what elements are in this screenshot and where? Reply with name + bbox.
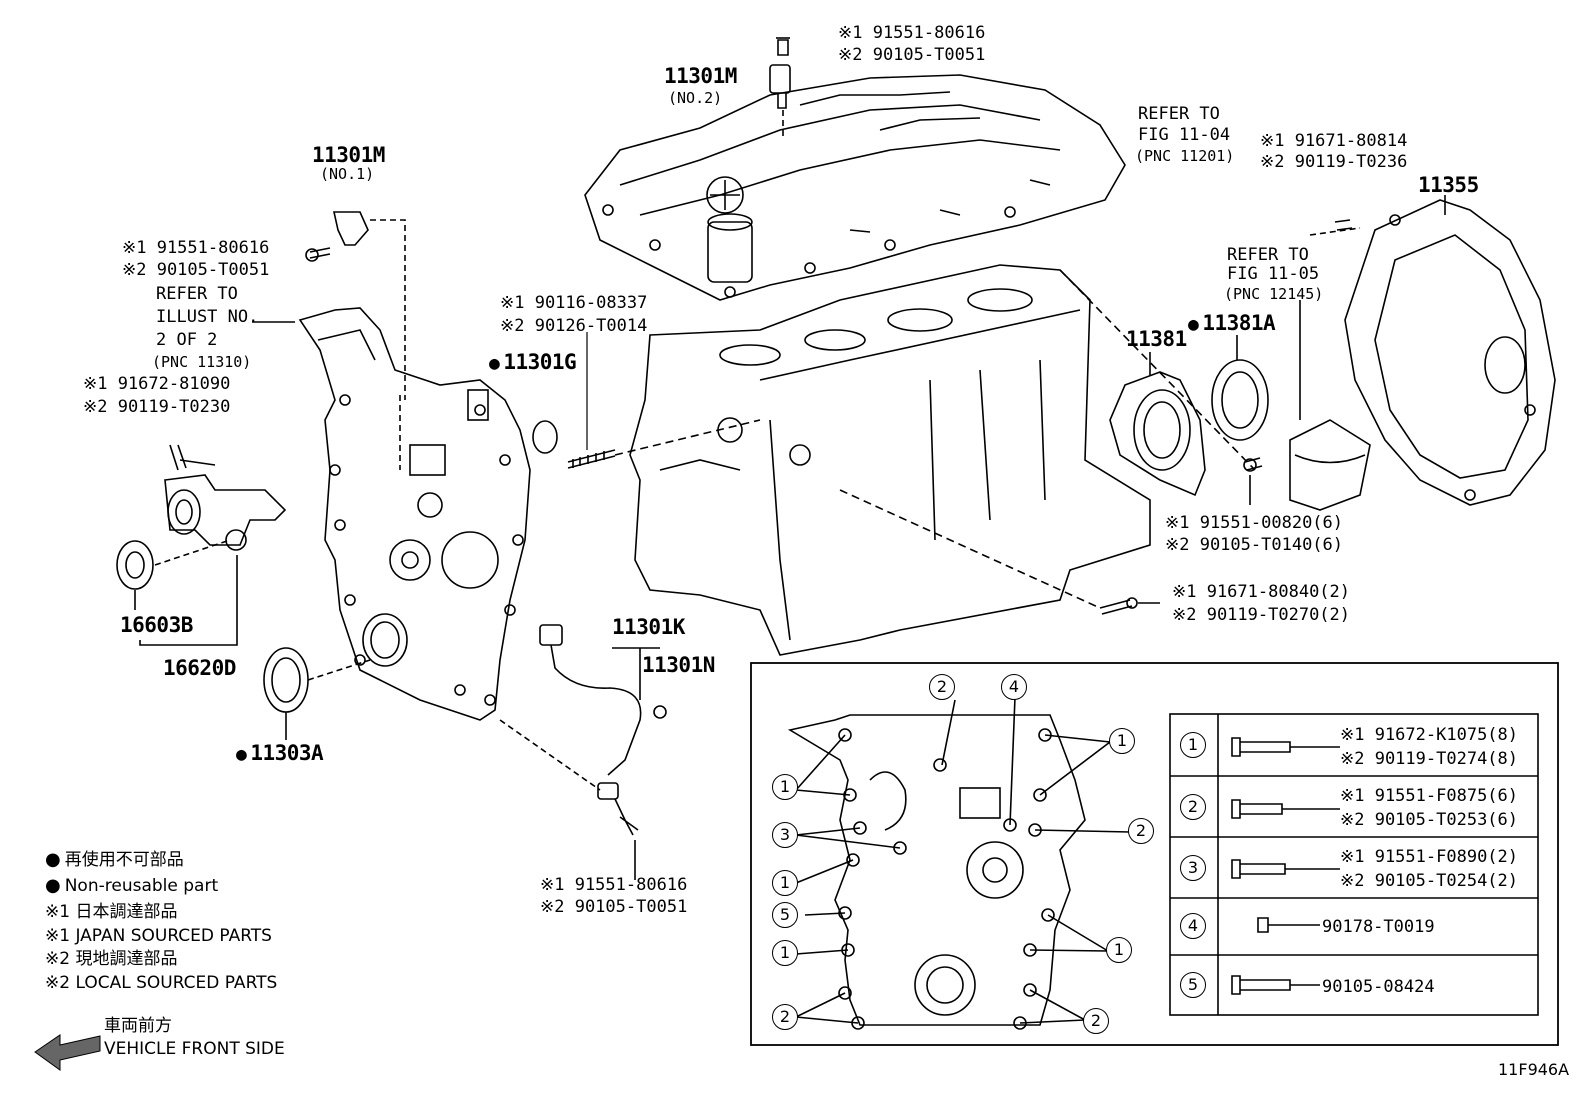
- oil-pressure-wire: [499, 624, 667, 880]
- callout-1-right-b: 1: [1106, 937, 1132, 963]
- cylinder-block: [629, 264, 1151, 656]
- callout-2-right: 2: [1128, 818, 1154, 844]
- table-row2-pn2: ※2 90105-T0253(6): [1340, 810, 1519, 830]
- front-side-en: VEHICLE FRONT SIDE: [104, 1039, 285, 1059]
- refer-illust-l4: (PNC 11310): [152, 353, 252, 371]
- block-bolt-pn1: ※1 91671-80840(2): [1172, 582, 1351, 602]
- rear-seal-code: 11381A: [1188, 313, 1275, 334]
- table-row3-num: 3: [1180, 855, 1206, 881]
- callout-2-right-b: 2: [1083, 1008, 1109, 1034]
- rear-plate-code: 11355: [1418, 173, 1479, 197]
- retainer-bolt-pn1: ※1 91551-00820(6): [1165, 513, 1344, 533]
- retainer-bolt-pn2: ※2 90105-T0140(6): [1165, 535, 1344, 555]
- table-row5-pn1: 90105-08424: [1322, 977, 1435, 997]
- callout-1-right: 1: [1109, 728, 1135, 754]
- legend-japan-en: ※1 JAPAN SOURCED PARTS: [45, 926, 272, 946]
- front-side-jp: 車両前方: [104, 1016, 172, 1036]
- tensioner-assembly: [116, 444, 287, 646]
- cam-sensor-no2-code: 11301M: [664, 64, 737, 88]
- refer-1105-l3: (PNC 12145): [1224, 285, 1324, 303]
- rear-end-plate: [1309, 195, 1556, 506]
- cylinder-head-cover: [584, 74, 1126, 301]
- refer-1104-l2: FIG 11-04: [1138, 125, 1231, 145]
- refer-1105-l2: FIG 11-05: [1227, 264, 1320, 284]
- rear-bolt-pn1: ※1 91671-80814: [1260, 131, 1408, 151]
- legend-nonreusable-en: Non-reusable part: [45, 877, 218, 895]
- table-row1-num: 1: [1180, 732, 1206, 758]
- oil-seal-retainer: [1109, 335, 1269, 505]
- stud: [567, 332, 761, 469]
- wire-code: 11301K: [612, 615, 685, 639]
- bolt-table-grid: [1169, 713, 1539, 1016]
- retainer-code: 11381: [1126, 327, 1187, 351]
- callout-1-left-b: 1: [772, 870, 798, 896]
- legend-japan-jp: ※1 日本調達部品: [45, 902, 178, 922]
- callout-1-left: 1: [772, 774, 798, 800]
- front-seal-code: 11303A: [236, 743, 323, 764]
- o-ring: [532, 420, 558, 454]
- wire-bolt-pn2: ※2 90105-T0051: [540, 897, 688, 917]
- callout-2-top: 2: [929, 674, 955, 700]
- timing-chain-cover: [298, 307, 531, 721]
- table-row3-pn2: ※2 90105-T0254(2): [1340, 871, 1519, 891]
- tensioner-code: 16620D: [163, 656, 236, 680]
- callout-2-left-b: 2: [772, 1004, 798, 1030]
- top-bolt-pn2: ※2 90105-T0051: [838, 45, 986, 65]
- table-row5-num: 5: [1180, 972, 1206, 998]
- left-bolt-pn1: ※1 91551-80616: [122, 238, 270, 258]
- refer-illust-l3: 2 OF 2: [156, 330, 218, 350]
- inset-cover-drawing: [787, 696, 1131, 1030]
- o-ring-code: 11301G: [489, 352, 576, 373]
- idler-code: 16603B: [120, 613, 193, 637]
- block-bolt: [839, 269, 1256, 615]
- callout-5-left: 5: [772, 902, 798, 928]
- table-row2-num: 2: [1180, 794, 1206, 820]
- tensioner-bolt-pn1: ※1 91672-81090: [83, 374, 231, 394]
- callout-4-top: 4: [1001, 674, 1027, 700]
- callout-1-left-c: 1: [772, 940, 798, 966]
- cam-sensor-no2-sub: (NO.2): [668, 89, 723, 107]
- legend-nonreusable-jp: 再使用不可部品: [45, 851, 184, 869]
- wire-bolt-pn1: ※1 91551-80616: [540, 875, 688, 895]
- figure-id: 11F946A: [1498, 1060, 1570, 1079]
- refer-illust-l1: REFER TO: [156, 284, 238, 304]
- tensioner-bolt-pn2: ※2 90119-T0230: [83, 397, 231, 417]
- legend-local-jp: ※2 現地調達部品: [45, 949, 178, 969]
- left-bolt-pn2: ※2 90105-T0051: [122, 260, 270, 280]
- cam-sensor-no2: [769, 37, 791, 140]
- cam-sensor-no1-code: 11301M: [312, 143, 385, 167]
- crankcase-part: [1289, 300, 1371, 511]
- inset-frame: [750, 662, 1559, 1046]
- refer-1105-l1: REFER TO: [1227, 245, 1309, 265]
- stud-pn2: ※2 90126-T0014: [500, 316, 648, 336]
- refer-1104-l3: (PNC 11201): [1135, 147, 1235, 165]
- refer-1104-l1: REFER TO: [1138, 104, 1220, 124]
- rear-bolt-pn2: ※2 90119-T0236: [1260, 152, 1408, 172]
- block-bolt-pn2: ※2 90119-T0270(2): [1172, 605, 1351, 625]
- cam-sensor-no1-sub: (NO.1): [320, 165, 375, 183]
- table-row2-pn1: ※1 91551-F0875(6): [1340, 786, 1519, 806]
- stud-pn1: ※1 90116-08337: [500, 293, 648, 313]
- table-row1-pn2: ※2 90119-T0274(8): [1340, 749, 1519, 769]
- callout-3-left: 3: [772, 822, 798, 848]
- vehicle-front-arrow-icon: [34, 1034, 101, 1071]
- table-row4-num: 4: [1180, 913, 1206, 939]
- top-bolt-pn1: ※1 91551-80616: [838, 23, 986, 43]
- front-oil-seal: [263, 647, 371, 740]
- table-row3-pn1: ※1 91551-F0890(2): [1340, 847, 1519, 867]
- cam-sensor-no1: [305, 211, 406, 400]
- refer-illust-l2: ILLUST NO.: [156, 307, 259, 327]
- legend-local-en: ※2 LOCAL SOURCED PARTS: [45, 973, 278, 993]
- table-row1-pn1: ※1 91672-K1075(8): [1340, 725, 1519, 745]
- wire-clamp-code: 11301N: [642, 653, 715, 677]
- table-row4-pn1: 90178-T0019: [1322, 917, 1435, 937]
